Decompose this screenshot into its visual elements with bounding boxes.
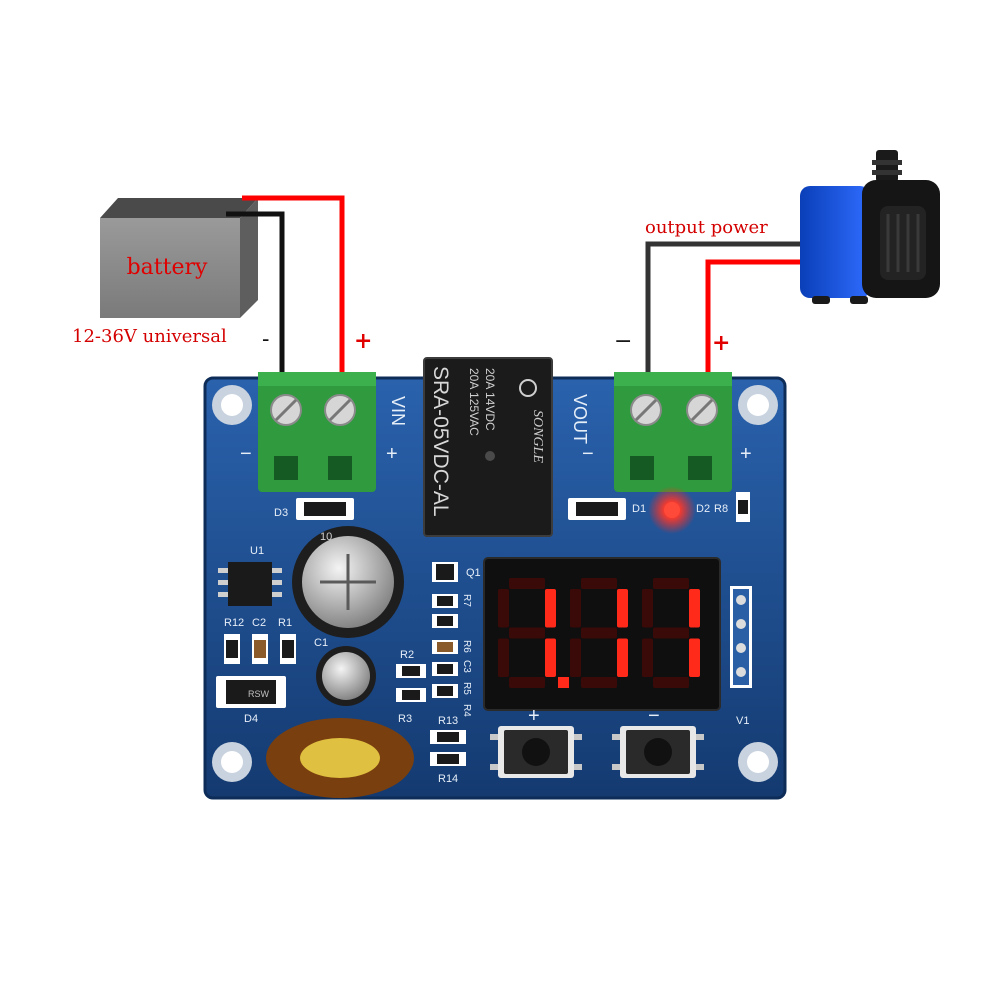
designator-r12: R12 <box>224 617 244 629</box>
digit-3-segment-g <box>653 627 689 639</box>
output-minus-mark: − <box>582 443 594 465</box>
input-minus-mark: − <box>240 443 252 465</box>
power-led <box>648 486 696 534</box>
battery-positive-mark: + <box>354 328 372 354</box>
battery: battery <box>100 198 258 318</box>
relay: SRA-05VDC-AL 20A 14VDC 20A 125VAC SONGLE <box>423 357 553 537</box>
transistor-q1 <box>432 562 458 582</box>
digit-3-segment-e <box>642 638 653 677</box>
digit-2-segment-c <box>617 638 628 677</box>
designator-q1: Q1 <box>466 567 481 579</box>
resistor-array <box>432 594 458 698</box>
pcb-board: VIN + − SRA-05VDC-AL 20A 14VDC 20A 125VA… <box>203 357 787 800</box>
mounting-hole-top-left <box>212 385 252 425</box>
display-digits <box>498 578 700 688</box>
load-negative-wire <box>645 241 800 378</box>
load-label: output power <box>645 217 768 238</box>
diode-d1 <box>568 498 626 520</box>
header-pins <box>730 586 752 688</box>
designator-c3: C3 <box>461 660 472 673</box>
output-label: VOUT <box>570 394 590 444</box>
relay-brand-logo <box>519 379 537 397</box>
digit-1-segment-a <box>509 578 545 589</box>
designator-r2: R2 <box>400 649 414 661</box>
digit-2-segment-g <box>581 627 617 639</box>
designator-d2: D2 <box>696 503 710 515</box>
display-value-text: 11.1 <box>601 707 603 709</box>
battery-label: battery <box>127 255 208 280</box>
load-positive-wire <box>705 259 800 378</box>
seven-segment-display: 11.1 <box>483 557 721 711</box>
diode-d4: RSW <box>216 676 286 708</box>
load-positive-mark: + <box>712 330 730 356</box>
relay-rating-ac: 20A 125VAC <box>467 368 481 436</box>
designator-v1: V1 <box>736 715 749 727</box>
designator-r3: R3 <box>398 713 412 725</box>
digit-2-segment-e <box>570 638 581 677</box>
button-up[interactable] <box>490 726 582 778</box>
button-down-label: − <box>648 705 660 727</box>
designator-r13: R13 <box>438 715 458 727</box>
output-plus-mark: + <box>740 443 752 465</box>
digit-2-segment-f <box>570 589 581 628</box>
relay-rating-dc: 20A 14VDC <box>483 368 497 431</box>
designator-u1: U1 <box>250 545 264 557</box>
capacitor-c1 <box>316 646 376 706</box>
digit-1-segment-e <box>498 638 509 677</box>
designator-r7: R7 <box>461 594 472 607</box>
decimal-point <box>558 677 569 688</box>
input-terminal-block <box>258 372 376 492</box>
battery-negative-wire <box>226 211 285 378</box>
mounting-hole-top-right <box>738 385 778 425</box>
battery-negative-mark: - <box>262 327 269 352</box>
pump-load <box>800 150 940 304</box>
button-up-label: + <box>528 705 540 727</box>
battery-voltage-note: 12-36V universal <box>72 326 227 347</box>
designator-r4: R4 <box>461 704 472 717</box>
digit-2-segment-a <box>581 578 617 589</box>
input-label: VIN <box>388 396 408 426</box>
digit-3-segment-b <box>689 589 700 628</box>
designator-c2: C2 <box>252 617 266 629</box>
digit-1-segment-g <box>509 627 545 639</box>
designator-d1: D1 <box>632 503 646 515</box>
load-negative-mark: − <box>614 329 632 354</box>
designator-r1: R1 <box>278 617 292 629</box>
designator-c1: C1 <box>314 637 328 649</box>
digit-1-segment-b <box>545 589 556 628</box>
input-plus-mark: + <box>386 443 398 465</box>
designator-r5: R5 <box>461 682 472 695</box>
designator-d4: D4 <box>244 713 258 725</box>
digit-2-segment-d <box>581 677 617 688</box>
designator-r14: R14 <box>438 773 458 785</box>
designator-r6: R6 <box>461 640 472 653</box>
ic-u1 <box>218 562 282 606</box>
digit-3-segment-f <box>642 589 653 628</box>
diode-d4-mark: RSW <box>248 689 270 699</box>
relay-model: SRA-05VDC-AL <box>429 366 452 517</box>
digit-2-segment-b <box>617 589 628 628</box>
button-down[interactable] <box>612 726 704 778</box>
output-terminal-block <box>614 372 732 492</box>
digit-3-segment-a <box>653 578 689 589</box>
toroid-inductor <box>266 718 414 798</box>
digit-3-segment-d <box>653 677 689 688</box>
mounting-hole-bottom-left <box>212 742 252 782</box>
capacitor-large: 10 <box>292 526 404 638</box>
diode-d3 <box>296 498 354 520</box>
digit-3-segment-c <box>689 638 700 677</box>
battery-positive-wire <box>242 195 345 378</box>
digit-1-segment-f <box>498 589 509 628</box>
digit-1-segment-c <box>545 638 556 677</box>
relay-brand: SONGLE <box>530 410 545 463</box>
capacitor-mark: 10 <box>320 531 332 543</box>
designator-d3: D3 <box>274 507 288 519</box>
digit-1-segment-d <box>509 677 545 688</box>
mounting-hole-bottom-right <box>738 742 778 782</box>
designator-r8: R8 <box>714 503 728 515</box>
